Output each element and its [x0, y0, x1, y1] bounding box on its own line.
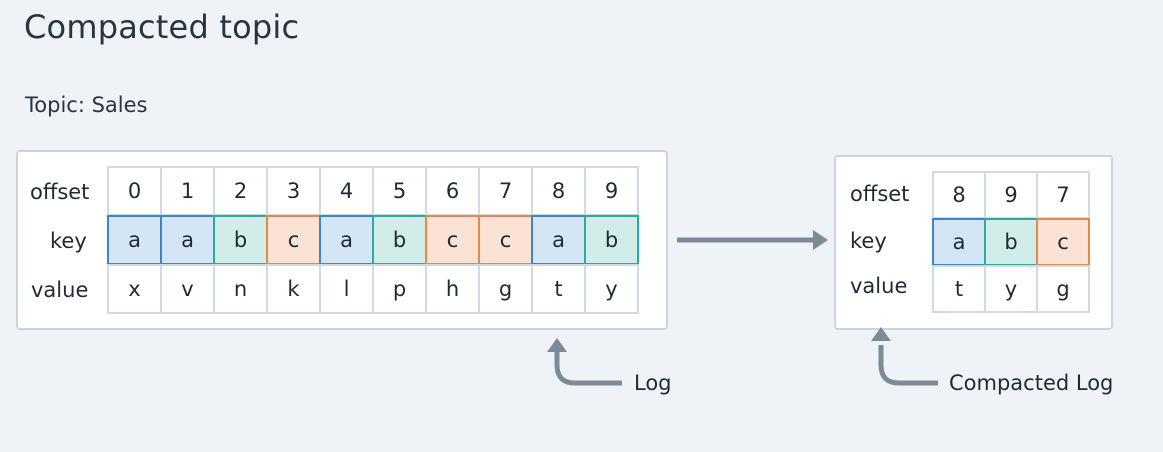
log-key-label: key: [50, 229, 87, 253]
log-offset-cell: 2: [213, 166, 268, 216]
log-key-cell: a: [319, 215, 374, 265]
log-key-cell: a: [531, 215, 586, 265]
log-key-cell: b: [372, 215, 427, 265]
compacted-key-label: key: [850, 229, 887, 253]
log-pointer-arrow-icon: [547, 338, 622, 386]
page-title: Compacted topic: [24, 8, 300, 46]
log-offset-cell: 9: [584, 166, 639, 216]
compacted-value-cell: y: [984, 265, 1038, 313]
compaction-arrow-icon: [677, 230, 828, 250]
log-value-cell: t: [531, 264, 586, 314]
compacted-value-cell: t: [932, 265, 986, 313]
log-key-cell: b: [584, 215, 639, 265]
log-value-cell: l: [319, 264, 374, 314]
log-offset-cell: 5: [372, 166, 427, 216]
compacted-offset-cell: 9: [984, 171, 1038, 219]
compacted-log-caption: Compacted Log: [949, 371, 1114, 395]
log-value-cell: v: [160, 264, 215, 314]
log-value-cell: n: [213, 264, 268, 314]
compacted-value-cell: g: [1036, 265, 1090, 313]
log-offset-label: offset: [30, 180, 90, 204]
compacted-log-pointer-arrow-icon: [871, 327, 938, 386]
log-caption: Log: [634, 371, 672, 395]
log-value-cell: p: [372, 264, 427, 314]
log-key-cell: c: [478, 215, 533, 265]
compacted-offset-label: offset: [850, 182, 910, 206]
log-value-label: value: [31, 278, 89, 302]
compacted-offset-cell: 8: [932, 171, 986, 219]
log-value-cell: h: [425, 264, 480, 314]
topic-label: Topic: Sales: [25, 93, 148, 117]
log-value-cell: g: [478, 264, 533, 314]
compacted-value-label: value: [850, 274, 908, 298]
log-value-cell: y: [584, 264, 639, 314]
